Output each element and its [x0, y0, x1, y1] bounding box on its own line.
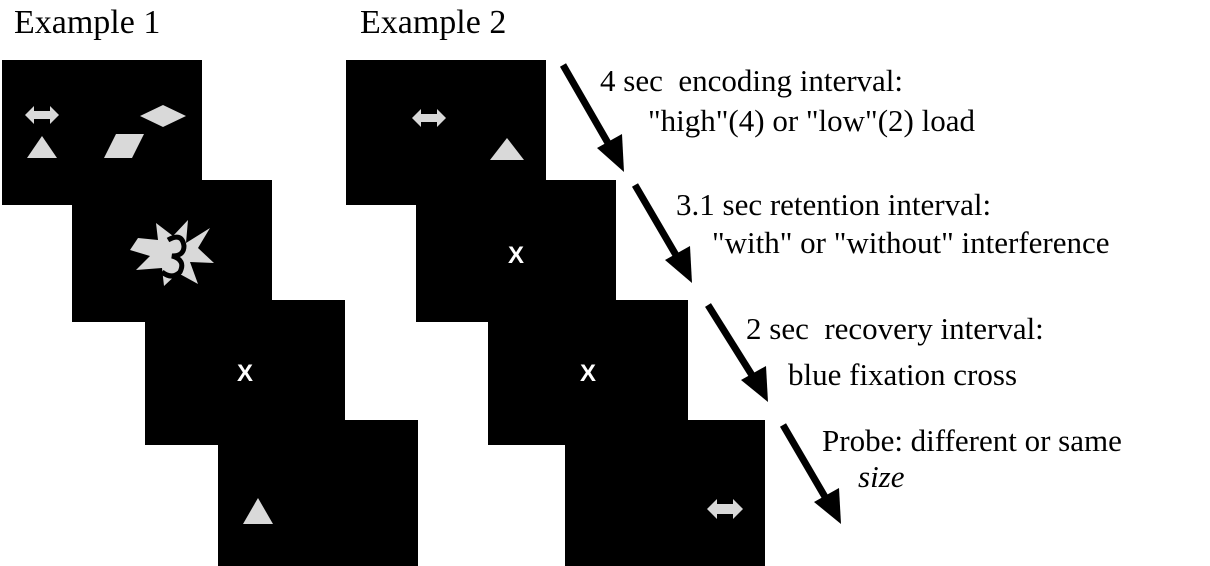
fixation-cross: X	[580, 360, 597, 387]
step-2-line-1: 3.1 sec retention interval:	[676, 187, 992, 222]
step-1-line-1: 4 sec encoding interval:	[600, 63, 904, 98]
example2-probe-screen	[565, 420, 765, 566]
double-arrow-icon	[25, 106, 59, 124]
example-1-title: Example 1	[14, 4, 161, 41]
fixation-cross: X	[508, 242, 525, 269]
double-arrow-icon	[412, 109, 446, 127]
timeline-arrow-3	[705, 303, 768, 402]
timeline-arrow-4	[779, 423, 841, 524]
step-1-line-2: "high"(4) or "low"(2) load	[648, 103, 975, 138]
example1-interference-screen	[72, 180, 272, 322]
parallelogram-icon	[104, 134, 144, 158]
triangle-icon	[490, 138, 524, 160]
example-2-title: Example 2	[360, 4, 507, 41]
example1-probe-screen	[218, 420, 418, 566]
step-3-line-2: blue fixation cross	[788, 357, 1018, 392]
interference-shape-icon	[130, 220, 214, 286]
double-arrow-icon	[707, 499, 743, 519]
step-3-line-1: 2 sec recovery interval:	[746, 311, 1044, 346]
timeline-arrow-1	[559, 63, 624, 172]
triangle-icon	[243, 498, 273, 524]
example2-retention-screen: X	[416, 180, 616, 322]
triangle-icon	[27, 136, 57, 158]
timeline-arrow-2	[631, 183, 692, 283]
step-4-line-2: size	[858, 459, 905, 494]
diamond-icon	[140, 105, 186, 127]
fixation-cross: X	[237, 360, 254, 387]
step-2-line-2: "with" or "without" interference	[712, 225, 1110, 260]
step-4-line-1: Probe: different or same	[822, 423, 1122, 458]
